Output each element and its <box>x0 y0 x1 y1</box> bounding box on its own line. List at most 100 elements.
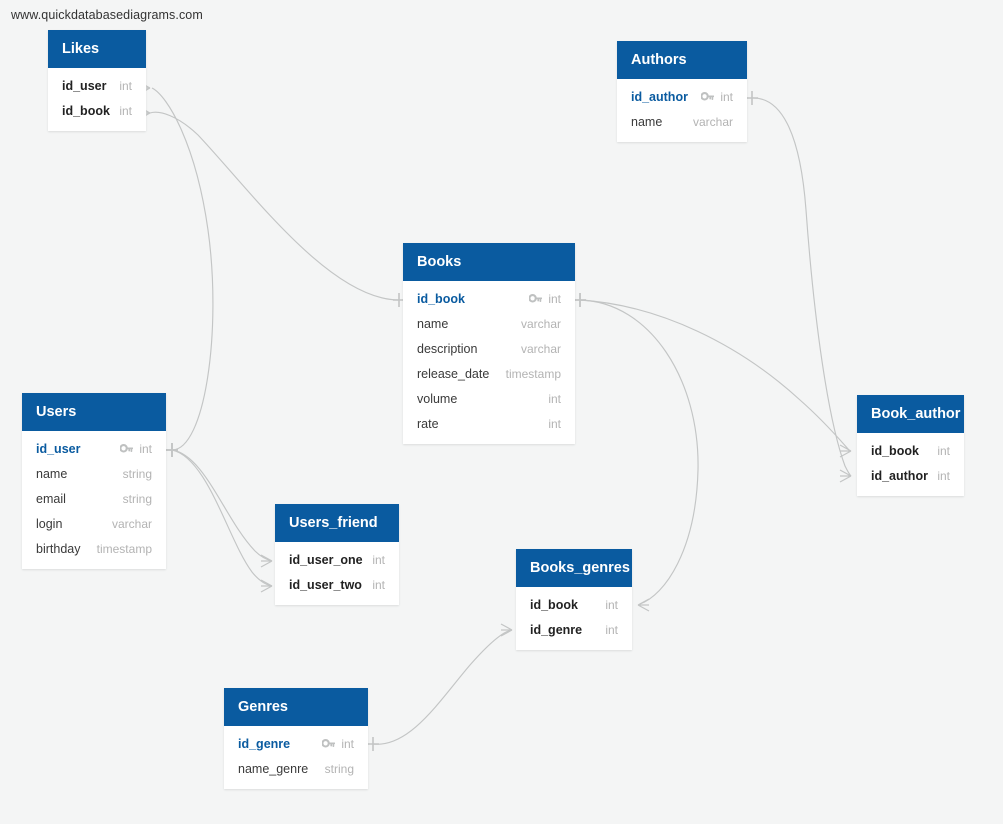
column-row[interactable]: birthday timestamp <box>22 536 166 561</box>
column-name: description <box>417 341 478 356</box>
cardinality-many-marker <box>500 623 513 637</box>
column-type: varchar <box>692 114 733 129</box>
relationship-users-usersfriend-two[interactable] <box>166 443 273 593</box>
table-header-books_genres[interactable]: Books_genres <box>516 549 632 587</box>
column-row[interactable]: id_genre int <box>224 731 368 756</box>
cardinality-one-marker <box>166 443 178 457</box>
cardinality-one-marker <box>367 737 379 751</box>
table-header-likes[interactable]: Likes <box>48 30 146 68</box>
column-row[interactable]: email string <box>22 486 166 511</box>
relationship-line <box>579 299 850 451</box>
column-type: int <box>548 416 561 431</box>
column-name: id_user <box>36 441 81 456</box>
relationship-genres-booksgenres[interactable] <box>367 623 513 751</box>
cardinality-many-marker <box>260 554 273 568</box>
cardinality-one-marker <box>574 293 586 307</box>
relationship-users-usersfriend-one[interactable] <box>166 443 273 568</box>
column-row[interactable]: name varchar <box>617 109 747 134</box>
cardinality-one-marker <box>166 443 178 457</box>
column-type: int <box>548 291 561 306</box>
column-name: id_book <box>530 597 578 612</box>
column-type: timestamp <box>96 541 152 556</box>
column-name: id_author <box>631 89 688 104</box>
primary-key-icon <box>701 91 715 102</box>
relationship-line <box>372 629 513 745</box>
table-header-books[interactable]: Books <box>403 243 575 281</box>
column-type: varchar <box>520 341 561 356</box>
column-row[interactable]: id_user_one int <box>275 547 399 572</box>
column-type: string <box>122 491 152 506</box>
relationship-line <box>751 97 852 477</box>
column-name: release_date <box>417 366 490 381</box>
column-type: int <box>119 103 132 118</box>
column-row[interactable]: name string <box>22 461 166 486</box>
relationship-line <box>171 449 273 587</box>
column-type: int <box>937 468 950 483</box>
column-name: id_book <box>62 103 110 118</box>
column-type: int <box>341 736 354 751</box>
column-type: int <box>119 78 132 93</box>
column-row[interactable]: id_author int <box>857 463 964 488</box>
table-header-genres[interactable]: Genres <box>224 688 368 726</box>
column-type: int <box>372 552 385 567</box>
table-header-users_friend[interactable]: Users_friend <box>275 504 399 542</box>
column-type: int <box>937 443 950 458</box>
column-name: id_genre <box>238 736 291 751</box>
table-header-authors[interactable]: Authors <box>617 41 747 79</box>
column-name: birthday <box>36 541 81 556</box>
column-row[interactable]: rate int <box>403 411 575 436</box>
table-header-users[interactable]: Users <box>22 393 166 431</box>
column-name: rate <box>417 416 439 431</box>
column-name: name <box>631 114 663 129</box>
column-type: string <box>324 761 354 776</box>
column-name: name <box>417 316 449 331</box>
column-type: int <box>605 597 618 612</box>
relationship-books-bookauthor[interactable] <box>574 293 852 458</box>
column-name: name <box>36 466 68 481</box>
relationship-authors-bookauthor[interactable] <box>746 91 852 483</box>
column-type: string <box>122 466 152 481</box>
column-row[interactable]: description varchar <box>403 336 575 361</box>
primary-key-icon <box>322 738 336 749</box>
column-name: id_user_one <box>289 552 363 567</box>
table-header-book_author[interactable]: Book_author <box>857 395 964 433</box>
cardinality-many-marker <box>260 579 273 593</box>
column-name: email <box>36 491 66 506</box>
relationship-line <box>149 111 400 301</box>
cardinality-one-marker <box>746 91 758 105</box>
column-row[interactable]: id_book int <box>48 98 146 123</box>
relationship-books-likes[interactable] <box>138 106 405 307</box>
column-row[interactable]: id_book int <box>516 592 632 617</box>
cardinality-one-marker <box>166 443 178 457</box>
column-name: id_author <box>871 468 928 483</box>
cardinality-many-marker <box>839 444 852 458</box>
column-name: id_user_two <box>289 577 362 592</box>
